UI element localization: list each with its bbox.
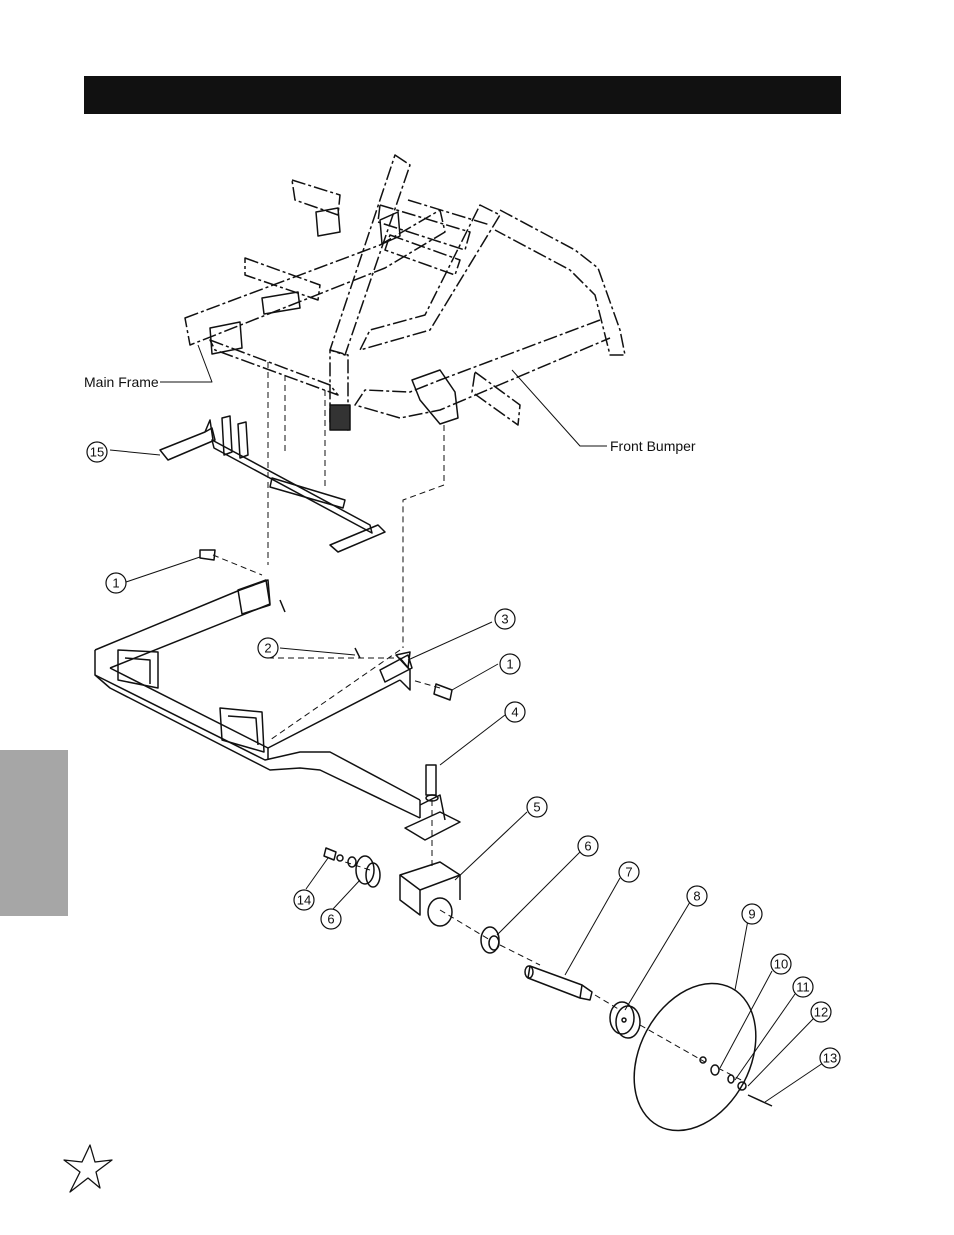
section-side-tab — [0, 750, 68, 916]
callout-10 — [770, 953, 792, 975]
callout-num-15: 15 — [90, 445, 104, 460]
part-8-spacer — [609, 1001, 641, 1039]
callout-1-top — [105, 572, 127, 594]
part-14-bolt — [323, 847, 337, 861]
callout-1-right — [499, 653, 521, 675]
part-11-washer — [727, 1074, 735, 1084]
callout-num-6-right: 6 — [584, 839, 591, 854]
part-1-pin-right — [433, 683, 453, 701]
part-5-caster-yoke — [399, 794, 461, 927]
star-logo-icon — [63, 1144, 113, 1193]
part-4-bolt — [425, 764, 437, 796]
callout-6-left — [320, 908, 342, 930]
callout-8 — [686, 885, 708, 907]
part-2-clip — [279, 599, 286, 613]
deck-frame-drawing — [94, 579, 421, 819]
header-bar — [84, 76, 841, 114]
callout-3 — [494, 608, 516, 630]
callout-6-right — [577, 835, 599, 857]
callout-num-13: 13 — [823, 1051, 837, 1066]
callout-num-1-top: 1 — [112, 576, 119, 591]
callout-num-9: 9 — [748, 907, 755, 922]
callout-num-14: 14 — [297, 893, 311, 908]
main-frame-label: Main Frame — [84, 374, 159, 390]
callout-num-7: 7 — [625, 865, 632, 880]
callout-5 — [526, 796, 548, 818]
callout-14 — [293, 889, 315, 911]
callout-num-11: 11 — [796, 980, 810, 995]
callout-num-5: 5 — [533, 800, 540, 815]
callout-num-2: 2 — [264, 641, 271, 656]
part-10-washer — [710, 1064, 720, 1076]
callout-num-12: 12 — [814, 1005, 828, 1020]
callout-13 — [819, 1047, 841, 1069]
callout-15 — [86, 441, 108, 463]
callout-4 — [504, 701, 526, 723]
front-bumper-label: Front Bumper — [610, 438, 696, 454]
callout-num-3: 3 — [501, 612, 508, 627]
part-13-cotter-pin — [747, 1094, 773, 1107]
callout-9 — [741, 903, 763, 925]
callout-num-4: 4 — [511, 705, 518, 720]
main-frame-drawing — [184, 154, 626, 431]
callout-11 — [792, 976, 814, 998]
part-7-axle — [524, 965, 593, 1001]
callout-2 — [257, 637, 279, 659]
callout-num-10: 10 — [774, 957, 788, 972]
callout-num-6-left: 6 — [327, 912, 334, 927]
callout-num-8: 8 — [693, 889, 700, 904]
callout-7 — [618, 861, 640, 883]
part-1-pin-top — [199, 549, 216, 561]
part-6-bearing-left — [355, 855, 381, 888]
callout-num-1-right: 1 — [506, 657, 513, 672]
part-6-bearing-right — [480, 926, 500, 954]
part-9-disc — [633, 982, 757, 1132]
callout-12 — [810, 1001, 832, 1023]
part-12-nut — [737, 1081, 747, 1091]
part-15-lift-bar — [159, 415, 386, 553]
